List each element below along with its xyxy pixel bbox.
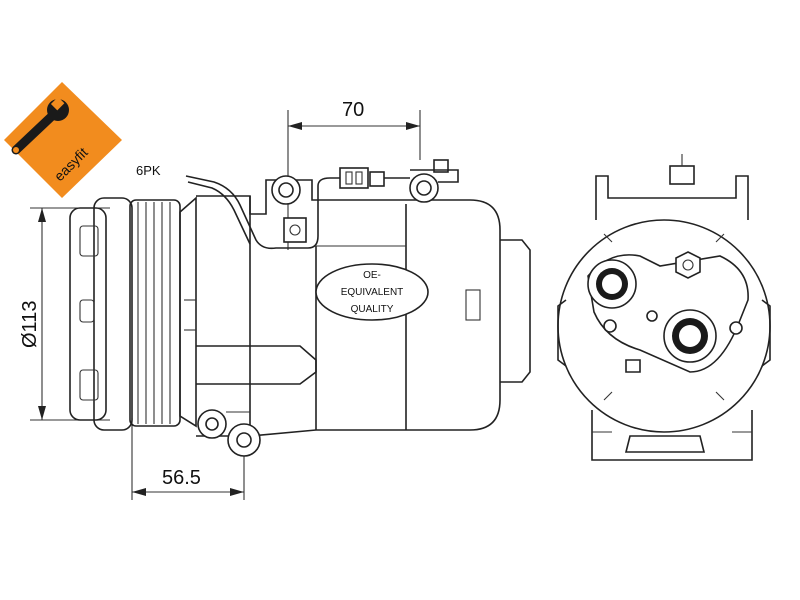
logo-orange-diamond: [4, 82, 122, 198]
diameter-dimension-value: Ø113: [19, 301, 41, 348]
oe-equivalent-stamp: OE- EQUIVALENT QUALITY: [315, 263, 429, 321]
stamp-line-2: EQUIVALENT: [341, 287, 404, 298]
compressor-rear-view: [557, 154, 771, 461]
compressor-side-view: [69, 159, 531, 457]
diameter-dimension: Ø113: [19, 207, 110, 421]
wrench-icon: [11, 96, 69, 155]
stamp-line-1: OE-: [363, 270, 381, 281]
stamp-line-3: QUALITY: [351, 304, 394, 315]
offset-dimension: 56.5: [131, 418, 245, 500]
belt-type-label: 6PK: [136, 163, 161, 178]
width-dimension-value: 70: [342, 99, 364, 121]
easyfit-logo: easyfit: [4, 82, 122, 198]
offset-dimension-value: 56.5: [162, 467, 201, 489]
pulley-grooves: [129, 199, 181, 427]
